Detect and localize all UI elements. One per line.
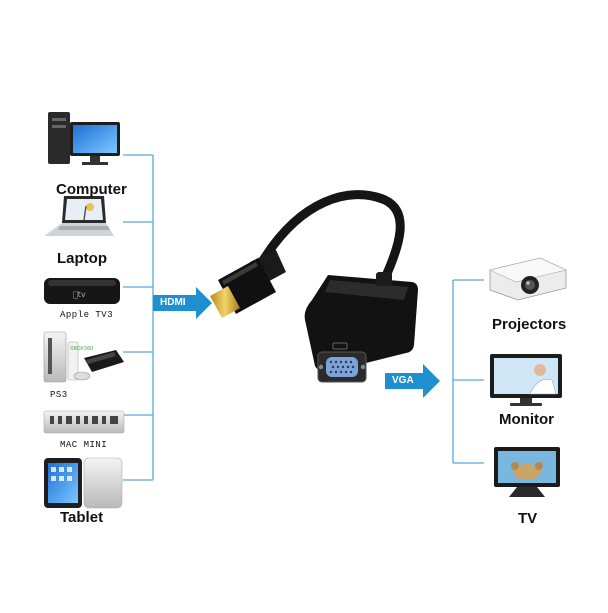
label-hdmi: HDMI xyxy=(160,297,186,308)
svg-text:tv: tv xyxy=(73,290,86,299)
label-projectors: Projectors xyxy=(492,316,567,333)
vga-arrow xyxy=(385,364,440,398)
label-ps3: PS3 xyxy=(50,390,68,400)
apple-tv-icon: tv xyxy=(44,278,120,304)
computer-icon xyxy=(48,112,120,165)
right-connector-lines xyxy=(452,279,484,464)
svg-text:XBOX360: XBOX360 xyxy=(70,346,93,352)
adapter-cable xyxy=(210,190,418,383)
label-tv: TV xyxy=(518,510,538,527)
tv-icon xyxy=(494,447,560,497)
projector-icon xyxy=(489,257,567,301)
ps3-icon: XBOX360 xyxy=(43,331,124,383)
label-monitor: Monitor xyxy=(499,411,554,428)
label-laptop: Laptop xyxy=(57,250,107,267)
left-connector-lines xyxy=(123,154,154,481)
label-tablet: Tablet xyxy=(60,509,104,526)
label-apple-tv: Apple TV3 xyxy=(60,310,114,320)
tablet-icon xyxy=(44,457,123,509)
mac-mini-icon xyxy=(43,410,125,434)
laptop-icon xyxy=(44,196,114,236)
label-computer: Computer xyxy=(56,181,127,198)
label-mac-mini: MAC MINI xyxy=(60,440,108,450)
label-vga: VGA xyxy=(392,375,414,386)
monitor-icon xyxy=(490,354,562,406)
hdmi-arrow xyxy=(153,287,212,319)
